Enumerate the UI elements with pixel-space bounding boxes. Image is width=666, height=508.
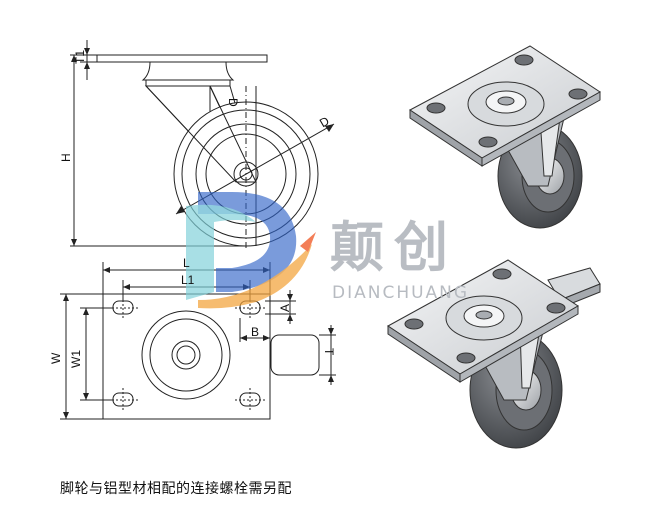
- brand-name-en: DIANCHUANG: [332, 283, 470, 303]
- dim-label-w1: W1: [69, 350, 83, 368]
- caster-3d-brake-image: [387, 259, 601, 449]
- dimension-arrows-side: [71, 48, 334, 246]
- dim-label-b: B: [251, 325, 260, 339]
- dim-label-d-vertical: D: [226, 98, 240, 107]
- dim-label-t1: T1: [73, 49, 87, 64]
- caster-3d-fixed-image: [409, 45, 601, 229]
- caption-text: 脚轮与铝型材相配的连接螺栓需另配: [60, 481, 292, 497]
- brand-name-cn: 颠创: [330, 216, 458, 279]
- dim-label-l1: L1: [181, 273, 195, 287]
- dim-label-t: T: [322, 348, 336, 356]
- dim-label-l: L: [183, 256, 190, 270]
- dim-label-a: A: [278, 303, 292, 312]
- dianchuang-logo-icon: [186, 192, 316, 309]
- dim-label-h: H: [59, 153, 73, 162]
- top-view-drawing: [60, 262, 336, 420]
- dim-label-w: W: [49, 352, 63, 364]
